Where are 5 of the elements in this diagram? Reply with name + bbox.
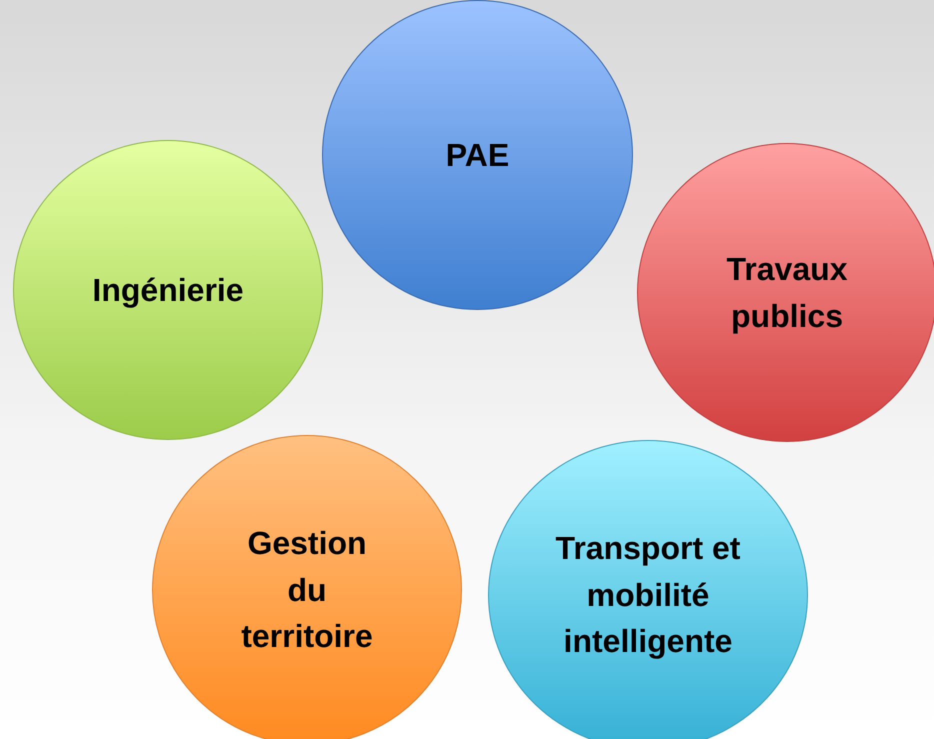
circle-label: Travaux publics — [726, 250, 848, 336]
circle-label: Transport et mobilité intelligente — [554, 529, 742, 662]
circle-label: PAE — [444, 136, 510, 175]
circle-label: Gestion du territoire — [240, 524, 374, 656]
circle-label: Ingénierie — [91, 270, 245, 310]
